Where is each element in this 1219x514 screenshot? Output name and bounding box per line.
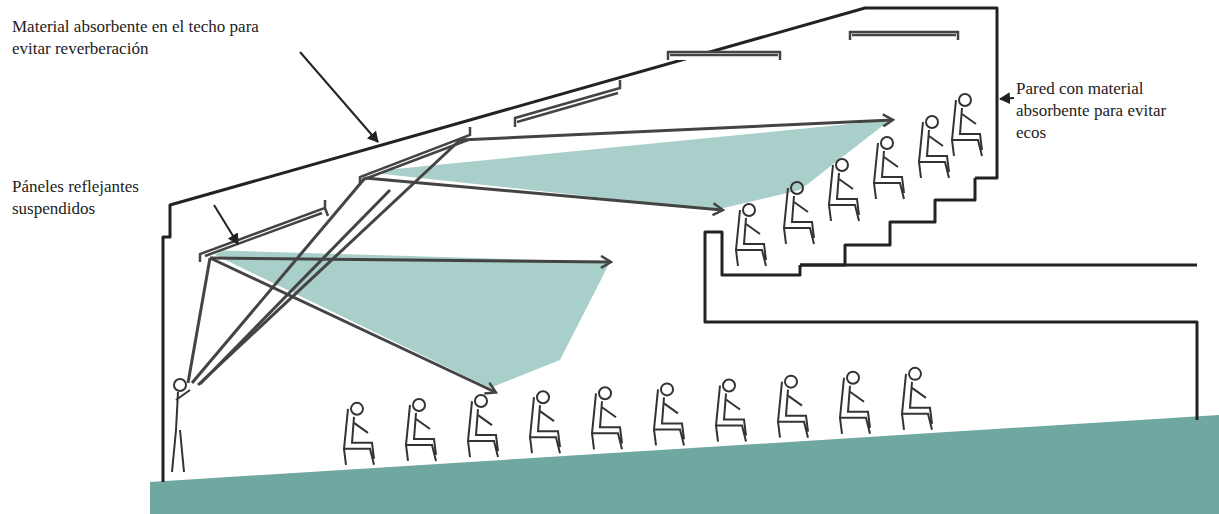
speaker-figure [172, 379, 190, 472]
reflecting-panel [200, 32, 958, 262]
audience [344, 94, 982, 465]
callout-label: Páneles reflejantes suspendidos [12, 176, 187, 220]
leader-line [214, 52, 1014, 244]
ground [150, 415, 1219, 514]
callout-label: Material absorbente en el techo para evi… [12, 16, 287, 60]
building-outline [163, 8, 1197, 482]
sound-ray [188, 120, 892, 392]
callout-label: Pared con material absorbente para evita… [1016, 78, 1181, 144]
